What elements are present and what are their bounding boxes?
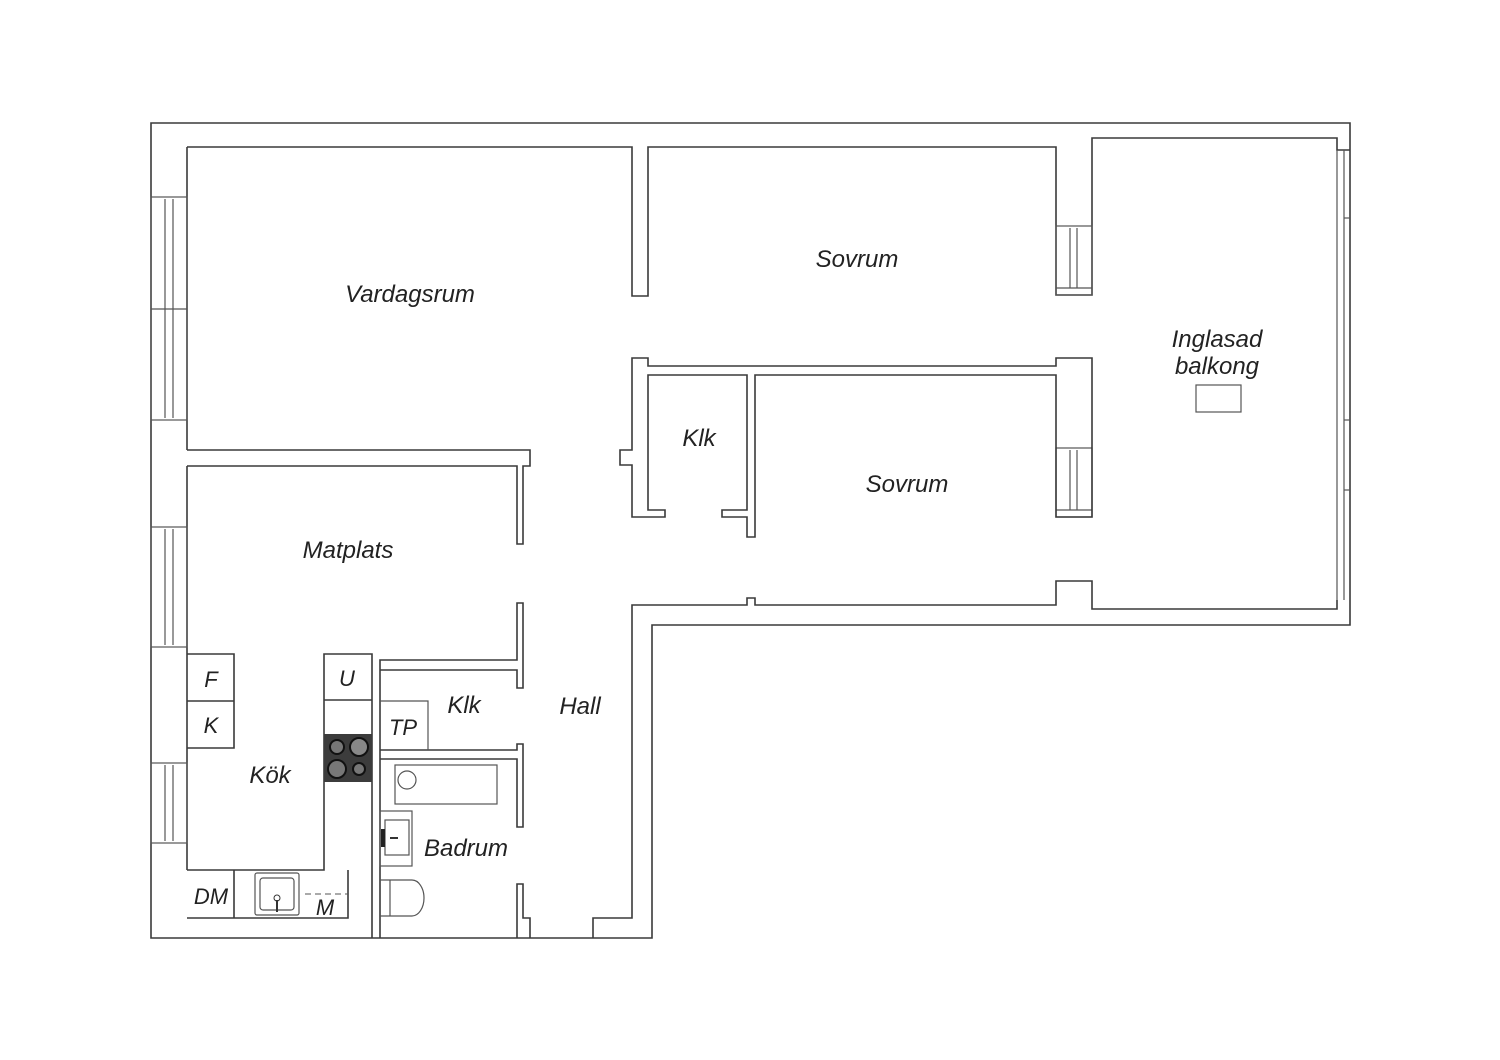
- bathtub-drain-icon: [397, 770, 417, 790]
- room-label-kok: Kök: [249, 762, 292, 789]
- room-label-sovrum-1: Sovrum: [816, 246, 899, 273]
- top-inner-wall: [187, 137, 1350, 297]
- toilet-icon: [380, 879, 425, 917]
- bathtub-icon: [394, 764, 498, 805]
- room-label-sovrum-2: Sovrum: [866, 471, 949, 498]
- window-balcony: [1336, 150, 1350, 600]
- room-label-balkong-1: Inglasad: [1172, 326, 1263, 353]
- hall-wall: [592, 580, 1338, 938]
- fixture-label-oven: U: [339, 666, 355, 691]
- outer-wall: [150, 122, 1351, 939]
- washer-box: [380, 700, 429, 750]
- room-label-hall: Hall: [559, 693, 601, 720]
- fixture-label-freezer: K: [204, 713, 220, 738]
- room-label-vardagsrum: Vardagsrum: [345, 281, 475, 308]
- window-kitchen: [150, 762, 188, 844]
- fixture-label-microwave: M: [316, 895, 335, 920]
- bathroom-sink-icon: [379, 810, 413, 867]
- room-label-balkong-2: balkong: [1175, 353, 1260, 380]
- closet-wall: [619, 357, 1093, 538]
- bathroom-wall: [379, 602, 531, 938]
- room-label-klk-2: Klk: [447, 692, 482, 719]
- room-label-klk-1: Klk: [682, 425, 717, 452]
- fixture-label-washer: TP: [389, 715, 417, 740]
- room-label-matplats: Matplats: [303, 537, 394, 564]
- window-dining: [150, 526, 188, 648]
- window-living-room: [150, 196, 188, 421]
- fixture-label-fridge: F: [204, 667, 219, 692]
- living-dining-wall: [187, 449, 531, 545]
- room-label-badrum: Badrum: [424, 835, 508, 862]
- fixture-label-dishwasher: DM: [194, 884, 229, 909]
- kitchen-counter: [187, 653, 373, 938]
- window-bedroom-1: [1055, 225, 1093, 296]
- balcony-table: [1195, 384, 1242, 413]
- window-bedroom-2: [1055, 447, 1093, 518]
- kitchen-sink-icon: [254, 872, 300, 916]
